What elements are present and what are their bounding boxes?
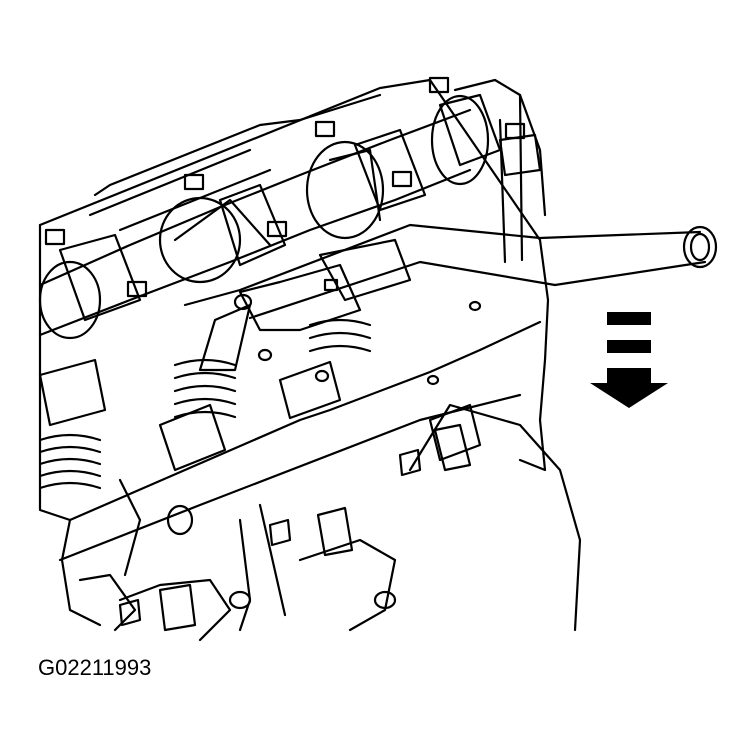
cylinder-head bbox=[38, 78, 582, 642]
arrow-head bbox=[590, 383, 668, 408]
valve-springs bbox=[38, 318, 372, 490]
lower-fittings bbox=[118, 423, 472, 632]
valve-spring-compressor-tool bbox=[183, 223, 718, 372]
arrow-shaft bbox=[607, 368, 651, 384]
arrow-dash-2 bbox=[607, 340, 651, 353]
bearing-caps bbox=[44, 76, 542, 322]
arrow-dash-1 bbox=[607, 312, 651, 325]
figure-id-label: G02211993 bbox=[38, 655, 152, 680]
